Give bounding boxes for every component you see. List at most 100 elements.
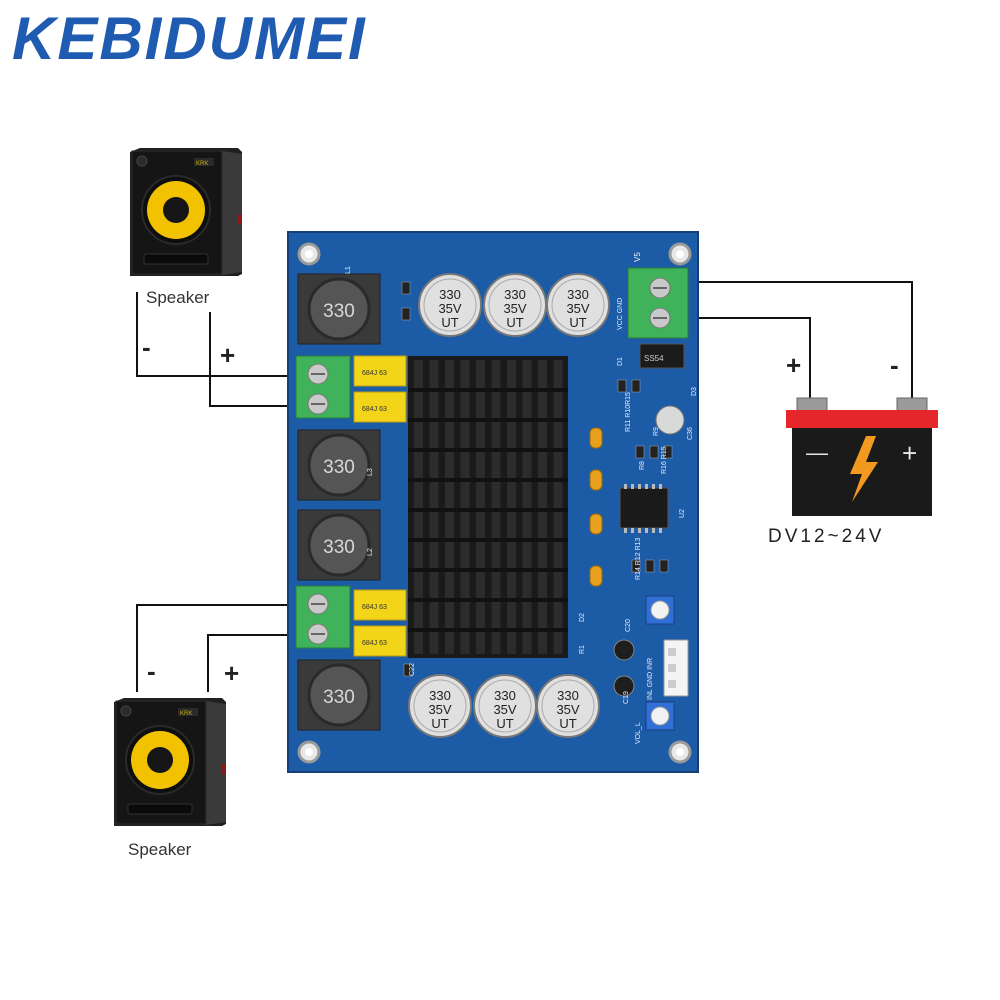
lightning-bolt-icon — [850, 436, 878, 502]
silk-r11-r10-r15: R11 R10R15 — [625, 392, 632, 432]
capacitor-top-3: 330 35V UT — [546, 273, 610, 337]
cap-label-value: 330 — [439, 287, 461, 302]
silk-r1: R1 — [579, 645, 586, 654]
top-speaker-plus-wire — [209, 312, 308, 407]
brand-logo: kebidumei — [12, 5, 367, 72]
inductor-4: 330 — [297, 659, 381, 731]
silk-d1: D1 — [617, 357, 624, 366]
battery-plus-sign: + — [786, 350, 802, 380]
cap-label-voltage: 35V — [438, 301, 461, 316]
cap-label-voltage: 35V — [556, 702, 579, 717]
battery-minus-wire — [660, 281, 913, 400]
heatsink-groove — [408, 568, 568, 572]
potentiometer-2 — [645, 701, 675, 731]
heatsink-fin — [507, 360, 516, 654]
heatsink-groove — [408, 508, 568, 512]
heatsink — [408, 356, 568, 658]
ic-pin — [652, 528, 655, 533]
cap-label-value: 330 — [557, 688, 579, 703]
heatsink-fin — [460, 360, 470, 654]
ic-pin — [631, 484, 634, 489]
ic-pin — [652, 484, 655, 489]
silk-ss54: SS54 — [644, 354, 664, 363]
cap-label-value: 330 — [567, 287, 589, 302]
capacitor-top-2: 330 35V UT — [483, 273, 547, 337]
capacitor-bottom-2: 330 35V UT — [473, 674, 537, 738]
cap-label-voltage: 35V — [503, 301, 526, 316]
top-speaker-minus-wire — [136, 292, 308, 377]
heatsink-fin — [553, 360, 563, 654]
battery: — + — [786, 397, 938, 516]
inductor-1: 330 — [297, 273, 381, 345]
silk-r14-r12-r13: R14 R12 R13 — [635, 537, 642, 580]
heatsink-fin — [491, 360, 501, 654]
heatsink-fin — [445, 360, 454, 654]
ic-pin — [645, 528, 648, 533]
cap-label-value: 330 — [504, 287, 526, 302]
heatsink-groove — [408, 598, 568, 602]
speaker-bottom-label: Speaker — [128, 840, 192, 859]
battery-voltage-label: DV12~24V — [768, 526, 885, 547]
inductor-label: 330 — [323, 537, 355, 558]
small-electrolytic-cap-2 — [613, 639, 635, 661]
silk-c36: C36 — [687, 427, 694, 440]
ic-pin — [645, 484, 648, 489]
smd-resistors — [401, 281, 673, 677]
wires — [136, 281, 913, 692]
film-cap-label: 684J 63 — [362, 604, 387, 611]
cap-label-value: 330 — [429, 688, 451, 703]
silk-r16-r15: R16 R15 — [661, 446, 668, 474]
input-connector — [663, 639, 689, 697]
ic-pin — [659, 528, 662, 533]
cap-label-voltage: 35V — [566, 301, 589, 316]
small-electrolytic-cap-3 — [613, 675, 635, 697]
cap-label-value: 330 — [494, 688, 516, 703]
cap-label-voltage: 35V — [428, 702, 451, 717]
silk-l3: L3 — [367, 468, 374, 476]
silk-r8: R8 — [639, 461, 646, 470]
cap-label-series: UT — [431, 716, 448, 731]
film-cap-4: 684J 63 — [353, 625, 407, 657]
amplifier-board: 330 330 330 330 — [287, 231, 699, 773]
film-cap-2: 684J 63 — [353, 391, 407, 423]
speaker-bottom-minus-sign: - — [147, 656, 156, 686]
speaker-bottom-plus-sign: + — [224, 658, 240, 688]
heatsink-groove — [408, 538, 568, 542]
inductor-2: 330 — [297, 429, 381, 501]
tantalum-caps — [589, 427, 603, 587]
bottom-speaker-plus-wire — [207, 634, 308, 692]
silk-vol-l: VOL_L — [635, 722, 642, 744]
silk-v5: V5 — [633, 252, 642, 262]
terminal-block-power: V5 VCC GND — [617, 252, 689, 339]
inductor-3: 330 — [297, 509, 381, 581]
terminal-block-bottom — [295, 585, 351, 649]
bottom-speaker-minus-wire — [136, 604, 308, 692]
film-cap-1: 684J 63 — [353, 355, 407, 387]
ic-pin — [638, 484, 641, 489]
silk-vcc-gnd: VCC GND — [617, 298, 624, 330]
silk-c20: C20 — [625, 619, 632, 632]
cap-label-series: UT — [441, 315, 458, 330]
silk-r9: R9 — [653, 427, 660, 436]
silk-inl-gnd-inr: INL GND INR — [647, 658, 654, 700]
speaker-top-minus-sign: - — [142, 332, 151, 362]
film-cap-3: 684J 63 — [353, 589, 407, 621]
diode-ss54: SS54 — [639, 343, 685, 369]
film-cap-label: 684J 63 — [362, 406, 387, 413]
cap-label-series: UT — [496, 716, 513, 731]
cap-label-series: UT — [569, 315, 586, 330]
heatsink-fin — [538, 360, 547, 654]
heatsink-groove — [408, 388, 568, 392]
speaker-bottom-brand-mark: KRK — [180, 711, 192, 717]
potentiometer-1 — [645, 595, 675, 625]
inductor-label: 330 — [323, 687, 355, 708]
heatsink-fin — [476, 360, 485, 654]
capacitor-bottom-1: 330 35V UT — [408, 674, 472, 738]
inductor-label: 330 — [323, 457, 355, 478]
inductor-label: 330 — [323, 301, 355, 322]
battery-top — [786, 410, 938, 428]
silk-c19: C19 — [623, 691, 630, 704]
small-electrolytic-cap — [655, 405, 685, 435]
